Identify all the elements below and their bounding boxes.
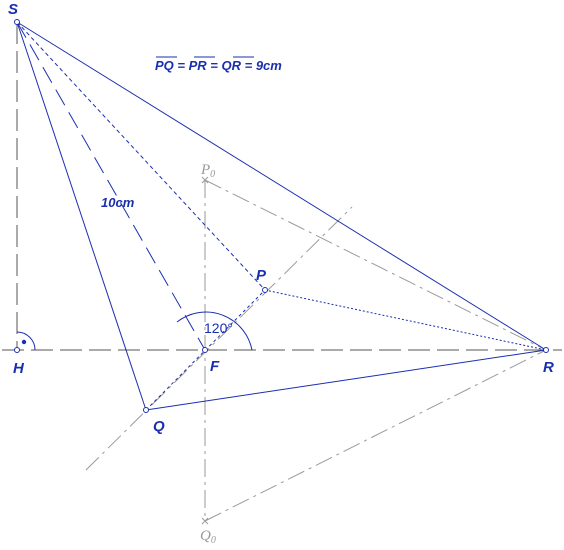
right-angle-marker bbox=[16, 331, 36, 351]
edge-S-Q bbox=[16, 21, 147, 411]
edge-S-R bbox=[16, 21, 547, 351]
point-F bbox=[202, 347, 208, 353]
point-Q bbox=[143, 407, 149, 413]
point-S bbox=[14, 19, 20, 25]
edge-S-F bbox=[16, 21, 206, 351]
tilted-axis bbox=[85, 206, 353, 471]
angle-arc-120 bbox=[176, 311, 253, 351]
right-angle-dot bbox=[21, 339, 27, 345]
label-H: H bbox=[13, 360, 25, 377]
label-Q: Q bbox=[153, 418, 165, 435]
label-Q0: Q0 bbox=[200, 528, 216, 546]
label-P: P bbox=[256, 267, 267, 284]
label-R: R bbox=[543, 359, 554, 376]
point-H bbox=[14, 347, 20, 353]
segment-PQ: PQ bbox=[155, 58, 174, 73]
point-P bbox=[262, 287, 268, 293]
point-R bbox=[543, 347, 549, 353]
aux-line-Q0-R bbox=[204, 349, 547, 522]
aux-line-P0-R bbox=[204, 179, 547, 351]
edge-S-P bbox=[16, 21, 266, 291]
segment-QR: QR bbox=[222, 58, 242, 73]
segment-PR: PR bbox=[189, 58, 208, 73]
edge-Q-R bbox=[145, 349, 547, 411]
point-P0-marker bbox=[201, 176, 209, 184]
label-F: F bbox=[210, 358, 220, 375]
edge-length-formula: PQ = PR = QR = 9cm bbox=[155, 58, 282, 73]
edge-P-R bbox=[264, 289, 547, 351]
dimension-label-SF: 10cm bbox=[101, 195, 135, 210]
point-Q0-marker bbox=[201, 517, 209, 525]
label-P0: P0 bbox=[200, 162, 215, 180]
angle-label: 120° bbox=[204, 320, 233, 336]
label-S: S bbox=[8, 1, 18, 18]
